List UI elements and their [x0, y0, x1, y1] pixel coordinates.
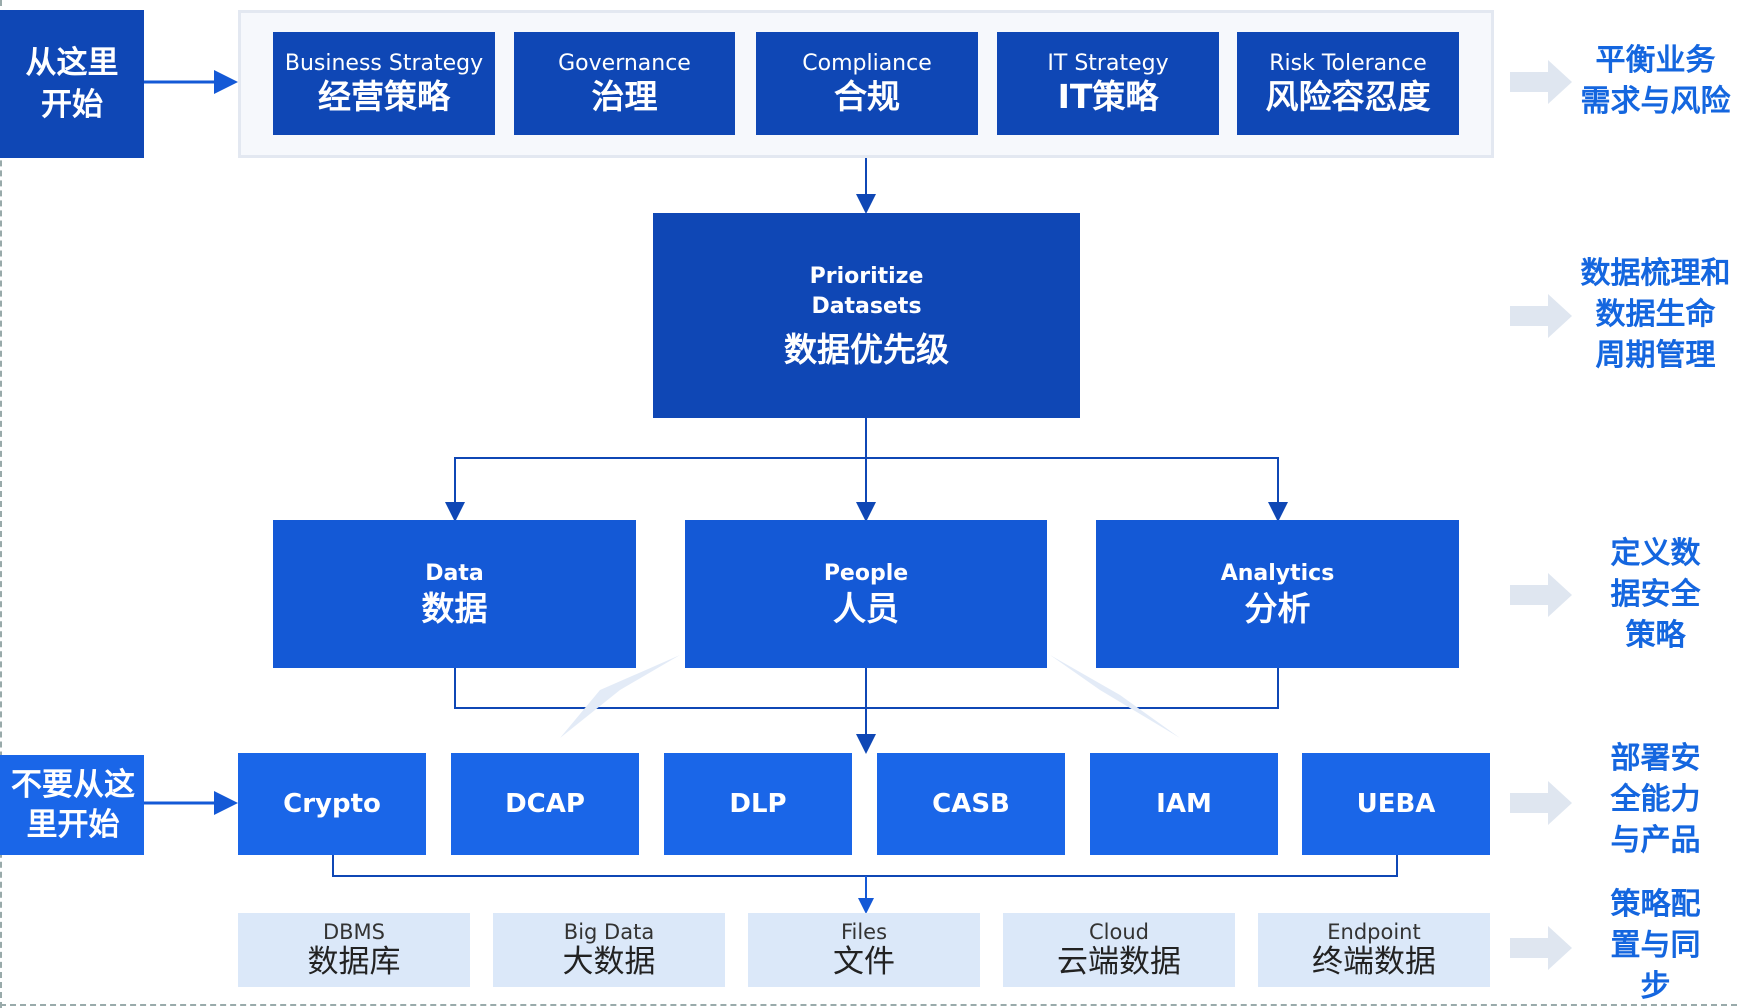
- prioritize-branch-line: [454, 457, 1279, 518]
- people-box: People 人员: [685, 520, 1047, 668]
- side-label-sync-line2: 置与同: [1610, 928, 1701, 963]
- risk-tolerance-cn: 风险容忍度: [1265, 76, 1431, 116]
- side-label-sync-line1: 策略配: [1610, 887, 1701, 922]
- it-strategy-cn: IT策略: [1057, 76, 1159, 116]
- business-strategy-box: Business Strategy 经营策略: [273, 32, 495, 135]
- side-arrows: [1510, 60, 1572, 970]
- side-label-balance: 平衡业务 需求与风险: [1574, 40, 1737, 122]
- tools-merge-line: [332, 855, 1398, 877]
- tool-dcap-label: DCAP: [505, 789, 585, 819]
- side-label-deploy-line3: 与产品: [1610, 823, 1701, 858]
- start-here-box: 从这里开始: [0, 10, 144, 158]
- target-dbms-en: DBMS: [322, 920, 386, 944]
- tool-crypto: Crypto: [238, 753, 426, 855]
- prioritize-en-line2: Datasets: [811, 293, 922, 319]
- target-big-data: Big Data 大数据: [493, 913, 725, 987]
- analytics-en: Analytics: [1220, 561, 1335, 586]
- compliance-box: Compliance 合规: [756, 32, 978, 135]
- side-label-sync: 策略配 置与同 步: [1584, 884, 1727, 1007]
- governance-cn: 治理: [591, 76, 658, 116]
- target-dbms-cn: 数据库: [307, 944, 401, 980]
- tool-iam: IAM: [1090, 753, 1278, 855]
- people-cn: 人员: [833, 589, 899, 628]
- side-label-deploy-line2: 全能力: [1610, 782, 1701, 817]
- prioritize-cn: 数据优先级: [784, 329, 949, 369]
- side-label-define-policy-line3: 策略: [1625, 618, 1686, 653]
- target-files-en: Files: [840, 920, 888, 944]
- target-endpoint-cn: 终端数据: [1312, 944, 1436, 980]
- side-label-sync-line3: 步: [1640, 969, 1671, 1004]
- target-files-cn: 文件: [833, 944, 895, 980]
- tool-dcap: DCAP: [451, 753, 639, 855]
- tool-crypto-label: Crypto: [283, 789, 381, 819]
- dont-start-here-label: 不要从这里开始: [11, 767, 135, 843]
- side-label-balance-line2: 需求与风险: [1580, 84, 1731, 119]
- side-label-define-policy: 定义数 据安全 策略: [1584, 533, 1727, 656]
- data-cn: 数据: [421, 589, 488, 628]
- tool-casb: CASB: [877, 753, 1065, 855]
- frame-bottom-edge: [0, 1004, 1737, 1006]
- target-big-data-cn: 大数据: [562, 944, 656, 980]
- target-big-data-en: Big Data: [563, 920, 655, 944]
- side-label-define-policy-line1: 定义数: [1610, 536, 1701, 571]
- it-strategy-box: IT Strategy IT策略: [997, 32, 1219, 135]
- compliance-cn: 合规: [834, 76, 900, 116]
- tool-ueba: UEBA: [1302, 753, 1490, 855]
- prioritize-datasets-box: Prioritize Datasets 数据优先级: [653, 213, 1080, 418]
- governance-box: Governance 治理: [514, 32, 735, 135]
- target-files: Files 文件: [748, 913, 980, 987]
- side-label-deploy-line1: 部署安: [1610, 741, 1701, 776]
- start-here-label: 从这里开始: [25, 45, 119, 123]
- business-strategy-cn: 经营策略: [318, 76, 450, 116]
- target-cloud-en: Cloud: [1089, 920, 1149, 944]
- side-label-data-lifecycle-line3: 周期管理: [1595, 338, 1716, 373]
- side-label-deploy: 部署安 全能力 与产品: [1584, 738, 1727, 861]
- target-dbms: DBMS 数据库: [238, 913, 470, 987]
- analytics-cn: 分析: [1244, 589, 1311, 628]
- tool-iam-label: IAM: [1156, 789, 1212, 819]
- faint-arrow-right: [1050, 655, 1180, 738]
- data-box: Data 数据: [273, 520, 636, 668]
- compliance-en: Compliance: [802, 50, 932, 76]
- analytics-box: Analytics 分析: [1096, 520, 1459, 668]
- risk-tolerance-box: Risk Tolerance 风险容忍度: [1237, 32, 1459, 135]
- tool-casb-label: CASB: [932, 789, 1010, 819]
- side-label-data-lifecycle-line2: 数据生命: [1595, 297, 1716, 332]
- prioritize-en-line1: Prioritize: [809, 263, 924, 289]
- side-label-define-policy-line2: 据安全: [1610, 577, 1701, 612]
- risk-tolerance-en: Risk Tolerance: [1269, 50, 1427, 76]
- side-label-data-lifecycle: 数据梳理和 数据生命 周期管理: [1574, 253, 1737, 376]
- dont-start-here-box: 不要从这里开始: [0, 755, 144, 855]
- governance-en: Governance: [558, 50, 691, 76]
- target-endpoint: Endpoint 终端数据: [1258, 913, 1490, 987]
- frame-left-edge: [0, 0, 2, 1008]
- people-en: People: [823, 561, 909, 586]
- it-strategy-en: IT Strategy: [1047, 50, 1169, 76]
- data-en: Data: [425, 561, 484, 586]
- target-cloud-cn: 云端数据: [1057, 944, 1181, 980]
- tool-ueba-label: UEBA: [1356, 789, 1436, 819]
- side-label-data-lifecycle-line1: 数据梳理和: [1580, 256, 1731, 291]
- tool-dlp-label: DLP: [729, 789, 787, 819]
- side-label-balance-line1: 平衡业务: [1595, 43, 1716, 78]
- target-cloud: Cloud 云端数据: [1003, 913, 1235, 987]
- tool-dlp: DLP: [664, 753, 852, 855]
- target-endpoint-en: Endpoint: [1327, 920, 1421, 944]
- business-strategy-en: Business Strategy: [284, 50, 484, 76]
